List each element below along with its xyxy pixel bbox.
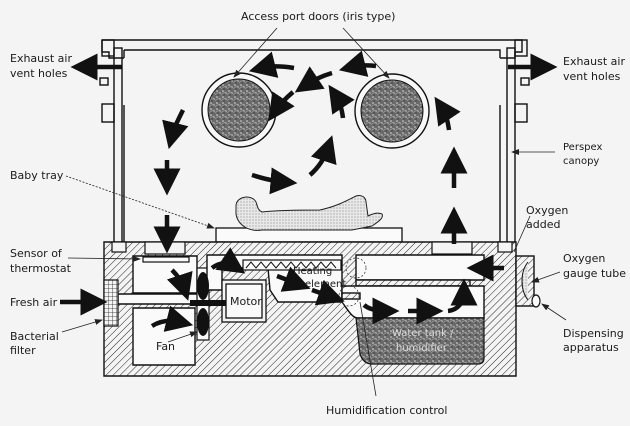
label-bacterial-2: filter (10, 344, 36, 357)
label-baby-tray: Baby tray (10, 169, 64, 182)
oxygen-gauge-tube (521, 261, 529, 301)
label-exhaust-left-2: vent holes (10, 67, 68, 80)
access-port-right (354, 73, 430, 149)
label-dispensing-2: apparatus (563, 341, 619, 354)
thermostat-sensor (142, 256, 190, 263)
label-water-1: Water tank / (392, 328, 454, 339)
label-oxygen-added-1: Oxygen (526, 204, 568, 217)
label-sensor-1: Sensor of (10, 247, 63, 260)
label-exhaust-right-1: Exhaust air (563, 55, 625, 68)
bacterial-filter (103, 279, 119, 327)
water-tank (355, 317, 485, 365)
baby-figure (235, 195, 383, 231)
label-bacterial-1: Bacterial (10, 330, 59, 343)
label-perspex-1: Perspex (563, 142, 602, 153)
label-dispensing-1: Dispensing (563, 327, 624, 340)
label-exhaust-left-1: Exhaust air (10, 52, 72, 65)
dispensing-apparatus (531, 294, 541, 308)
humidification-control (341, 292, 361, 300)
label-humidification: Humidification control (326, 404, 447, 417)
fan (190, 272, 226, 336)
label-water-2: humidifier (396, 343, 448, 354)
label-heating-1: Heating (293, 266, 332, 277)
leader-lines (61, 27, 567, 397)
label-perspex-2: canopy (563, 156, 599, 167)
label-sensor-2: thermostat (10, 262, 72, 275)
label-motor: Motor (230, 295, 262, 308)
label-exhaust-right-2: vent holes (563, 70, 621, 83)
label-heating-2: element (305, 279, 346, 290)
air-flow-arrows (60, 50, 558, 332)
motor-box (225, 283, 263, 319)
label-access-ports: Access port doors (iris type) (241, 10, 395, 23)
access-port-left (201, 72, 277, 148)
label-oxygen-added-2: added (526, 218, 560, 231)
label-oxygen-gauge-1: Oxygen (563, 252, 605, 265)
label-fresh-air: Fresh air (10, 296, 58, 309)
label-oxygen-gauge-2: gauge tube (563, 267, 626, 280)
label-fan: Fan (156, 340, 175, 353)
